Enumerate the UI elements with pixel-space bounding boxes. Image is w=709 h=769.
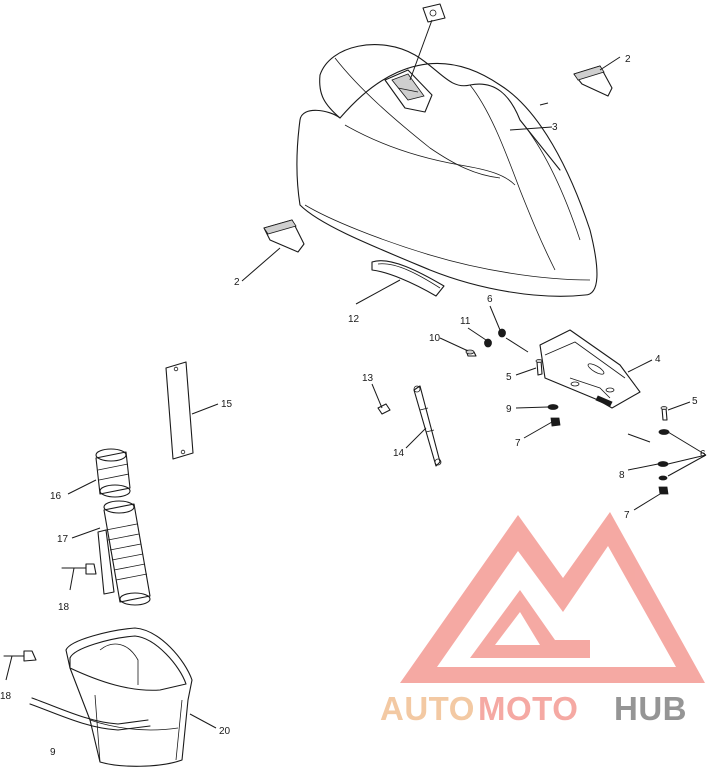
fitting-part-18-upper	[61, 563, 97, 575]
callout-20: 20	[219, 726, 231, 737]
callout-11: 11	[460, 316, 471, 327]
callout-12: 12	[348, 314, 360, 325]
box-part-20	[65, 627, 193, 767]
callout-8: 8	[619, 470, 625, 481]
clip-part-2-left	[263, 219, 305, 253]
callout-7-left: 7	[515, 438, 521, 449]
wire-part-19	[29, 697, 151, 731]
callout-16: 16	[50, 491, 62, 502]
filter-part-16	[95, 448, 131, 498]
watermark-moto-text: MOTO	[478, 690, 578, 727]
callout-15: 15	[221, 399, 233, 410]
watermark-inner-g-icon	[470, 590, 590, 658]
callout-14: 14	[393, 448, 405, 459]
callout-5-left: 5	[506, 372, 512, 383]
watermark-triangle-icon	[400, 512, 705, 683]
hardware-group	[465, 328, 670, 495]
plate-part-15	[165, 361, 194, 460]
callout-2-right: 2	[625, 54, 631, 65]
watermark-auto-text: AUTO	[380, 690, 475, 727]
callout-9-mid: 9	[506, 404, 512, 415]
callout-5-right: 5	[692, 396, 698, 407]
callout-9-bottom: 9	[50, 747, 56, 758]
rod-part-14	[413, 385, 442, 467]
pad-part-12	[371, 260, 445, 297]
clip-part-2-right	[573, 65, 613, 97]
callout-10: 10	[429, 333, 441, 344]
pin-part-13	[377, 403, 391, 415]
callout-18-upper: 18	[58, 602, 70, 613]
watermark-logo: AUTO MOTO HUB	[380, 512, 705, 727]
bellows-part-17	[97, 500, 151, 606]
callout-4: 4	[655, 354, 661, 365]
callout-2-left: 2	[234, 277, 240, 288]
callout-6-top: 6	[487, 294, 493, 305]
callout-3: 3	[552, 122, 558, 133]
callout-13: 13	[362, 373, 374, 384]
leader-lines	[5, 19, 707, 729]
callout-18-lower: 18	[0, 691, 12, 702]
callout-6-right: 6	[700, 449, 706, 460]
callout-7-right: 7	[624, 510, 630, 521]
fitting-part-18-lower	[3, 650, 37, 662]
watermark-hub-text: HUB	[614, 690, 687, 727]
callout-labels: 2 3 2 12 6 11 10 4 5 9 7 5 6 8 7 13 14 1…	[0, 54, 706, 758]
callout-17: 17	[57, 534, 69, 545]
bracket-part-4	[539, 329, 641, 409]
hood-part-3	[296, 3, 598, 297]
